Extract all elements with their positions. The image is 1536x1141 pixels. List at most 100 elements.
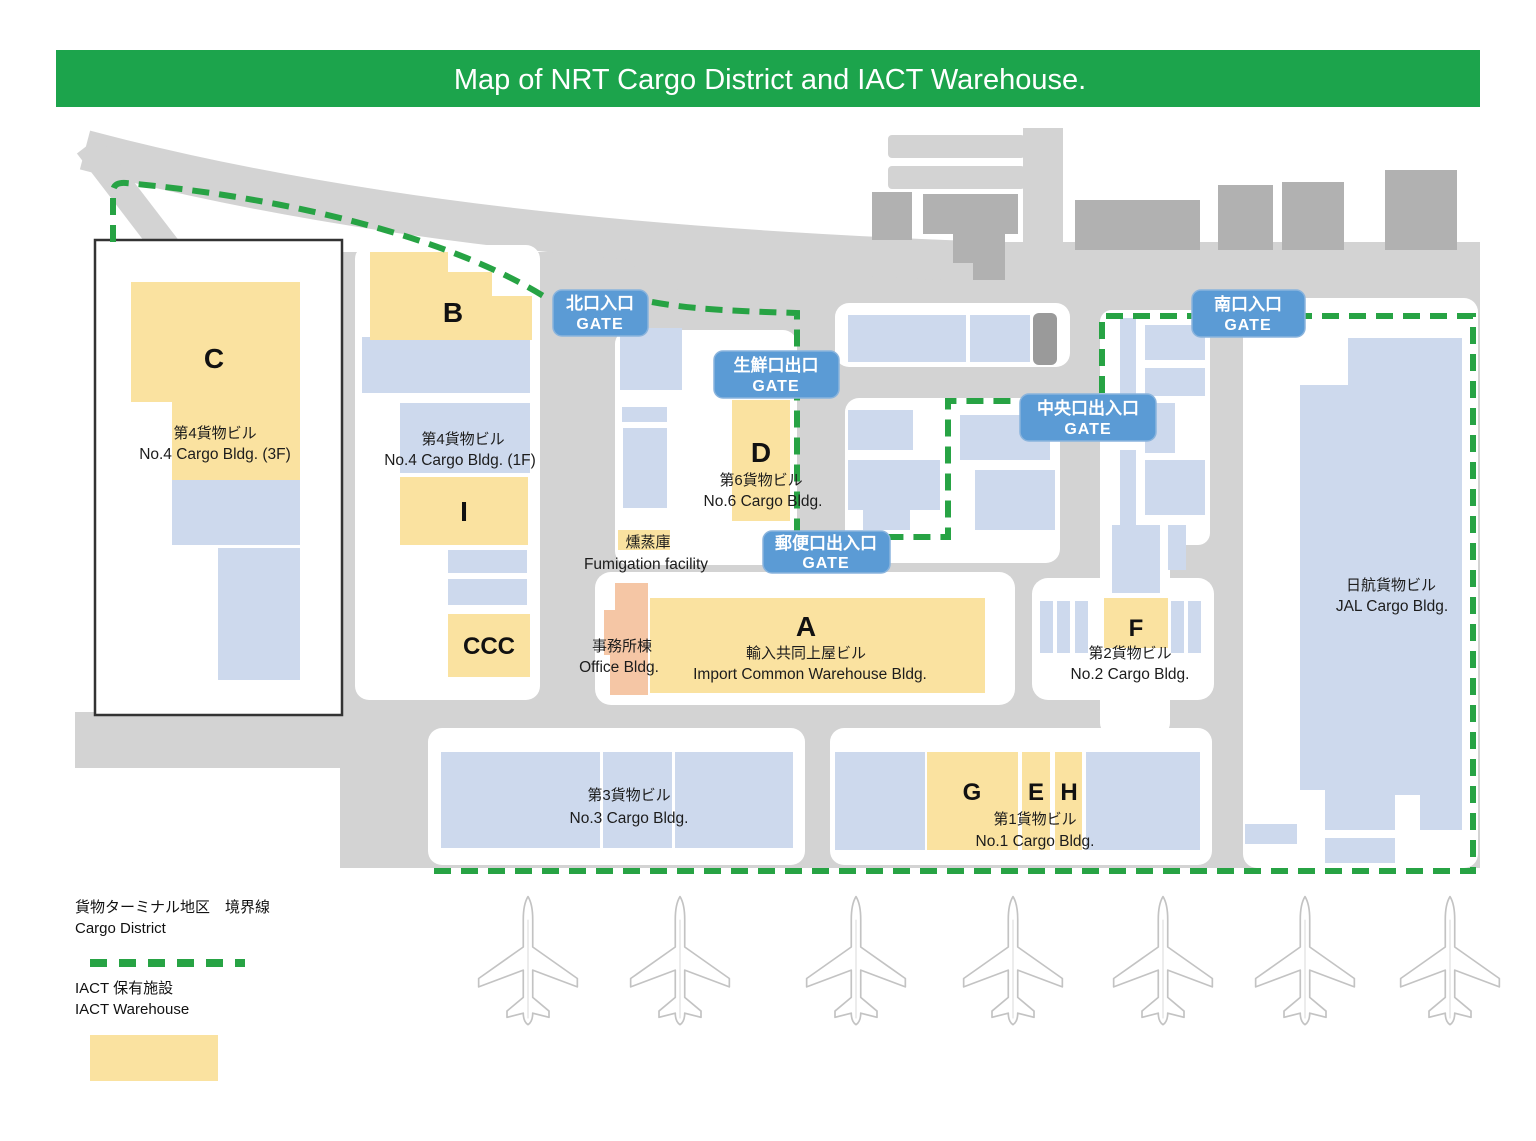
legend-warehouse-jp: IACT 保有施設 [75, 980, 173, 997]
gate-south-jp: 南口入口 [1214, 294, 1282, 314]
building-block [172, 480, 300, 545]
building-block [675, 752, 793, 848]
label-i: I [460, 496, 468, 527]
building-block [970, 315, 1030, 362]
gate-north-badge [552, 289, 649, 337]
building-block [603, 752, 672, 848]
boundary-east-south [430, 313, 1476, 874]
iact-buildings [131, 252, 1168, 850]
road-left-band [75, 712, 350, 768]
road-stub-1 [888, 135, 1025, 158]
building-block [441, 752, 600, 848]
label-no1-en: No.1 Cargo Bldg. [976, 833, 1095, 850]
building-block [1120, 450, 1136, 545]
boundary-northwest [110, 179, 547, 300]
building-jal [1300, 338, 1462, 830]
label-d: D [751, 437, 771, 468]
label-no4-1f-jp: 第4貨物ビル [421, 430, 504, 448]
label-c-jp: 第4貨物ビル [173, 424, 256, 442]
building-block [1188, 601, 1201, 653]
gate-mail: 郵便口出入口 GATE [762, 530, 891, 574]
building-g [927, 752, 1018, 850]
label-office-jp: 事務所棟 [592, 638, 652, 655]
building-block [1385, 170, 1457, 250]
building-no4-1f [400, 403, 530, 473]
airplane-icon [1254, 895, 1356, 1026]
building-block [1218, 185, 1273, 250]
building-block [872, 192, 912, 240]
building-c [131, 282, 300, 480]
building-block [848, 410, 913, 450]
building-block [218, 548, 300, 680]
building-block [1171, 601, 1184, 653]
gate-central: 中央口出入口 GATE [1019, 393, 1157, 442]
label-jal-en: JAL Cargo Bldg. [1336, 598, 1448, 615]
building-a [650, 598, 985, 693]
building-block [848, 315, 966, 362]
gate-fresh-jp: 生鮮口出口 [734, 355, 819, 375]
airplane-icon [805, 895, 907, 1026]
gate-central-badge [1019, 393, 1157, 442]
gate-south-en: GATE [1224, 317, 1271, 334]
label-d-en: No.6 Cargo Bldg. [704, 493, 823, 510]
label-f-jp: 第2貨物ビル [1088, 644, 1171, 662]
legend: 貨物ターミナル地区 境界線 Cargo District IACT 保有施設 I… [75, 898, 270, 1081]
label-a: A [796, 611, 816, 642]
building-block [1033, 313, 1057, 365]
boundary-middle [651, 299, 1018, 540]
gate-fresh-badge [713, 350, 840, 399]
label-f: F [1129, 615, 1144, 642]
building-ccc [448, 614, 530, 677]
building-block [973, 262, 1005, 280]
building-block [953, 233, 1005, 263]
label-no3-en: No.3 Cargo Bldg. [570, 810, 689, 827]
title-bar: Map of NRT Cargo District and IACT Wareh… [56, 50, 1480, 107]
building-block [620, 328, 682, 390]
gate-fresh: 生鮮口出口 GATE [713, 350, 840, 399]
building-block [848, 460, 940, 510]
gate-central-en: GATE [1064, 421, 1111, 438]
label-d-jp: 第6貨物ビル [719, 471, 802, 489]
gate-badges: 北口入口 GATE 生鮮口出口 GATE 中央口出入口 GATE 南口入口 GA… [552, 289, 1306, 574]
airplane-icon [477, 895, 579, 1026]
label-e: E [1028, 779, 1044, 806]
label-h: H [1060, 779, 1077, 806]
label-a-jp: 輸入共同上屋ビル [746, 645, 866, 662]
gate-north: 北口入口 GATE [552, 289, 649, 337]
building-block [975, 470, 1055, 530]
label-b: B [443, 297, 463, 328]
airplane-icon [962, 895, 1064, 1026]
label-no3-jp: 第3貨物ビル [587, 786, 670, 804]
building-block [1168, 525, 1186, 570]
airplane-icon [1112, 895, 1214, 1026]
airplane-icon [1399, 895, 1501, 1026]
building-block [448, 550, 527, 573]
label-ccc: CCC [463, 633, 515, 660]
building-b [370, 252, 532, 340]
building-block [923, 194, 1018, 234]
building-block [1086, 752, 1200, 850]
label-fumigation-jp: 燻蒸庫 [625, 533, 670, 551]
building-block [863, 510, 910, 530]
building-block [1075, 200, 1200, 250]
building-block [623, 428, 667, 508]
building-labels: C 第4貨物ビル No.4 Cargo Bldg. (3F) B 第4貨物ビル … [139, 297, 1448, 850]
building-e [1022, 752, 1050, 850]
gate-mail-en: GATE [802, 555, 849, 572]
label-c-en: No.4 Cargo Bldg. (3F) [139, 446, 291, 463]
blue-buildings [172, 315, 1462, 863]
airplane-row [477, 895, 1501, 1026]
label-fumigation-en: Fumigation facility [584, 556, 708, 573]
gate-fresh-en: GATE [752, 378, 799, 395]
gate-central-jp: 中央口出入口 [1037, 398, 1139, 418]
legend-district-jp: 貨物ターミナル地区 境界線 [75, 898, 270, 916]
building-block [362, 337, 530, 393]
building-i [400, 477, 528, 545]
label-a-en: Import Common Warehouse Bldg. [693, 666, 927, 683]
building-block [1325, 838, 1395, 863]
gate-south: 南口入口 GATE [1191, 289, 1306, 338]
building-f [1104, 598, 1168, 648]
gate-mail-badge [762, 530, 891, 574]
gate-mail-jp: 郵便口出入口 [775, 533, 877, 553]
